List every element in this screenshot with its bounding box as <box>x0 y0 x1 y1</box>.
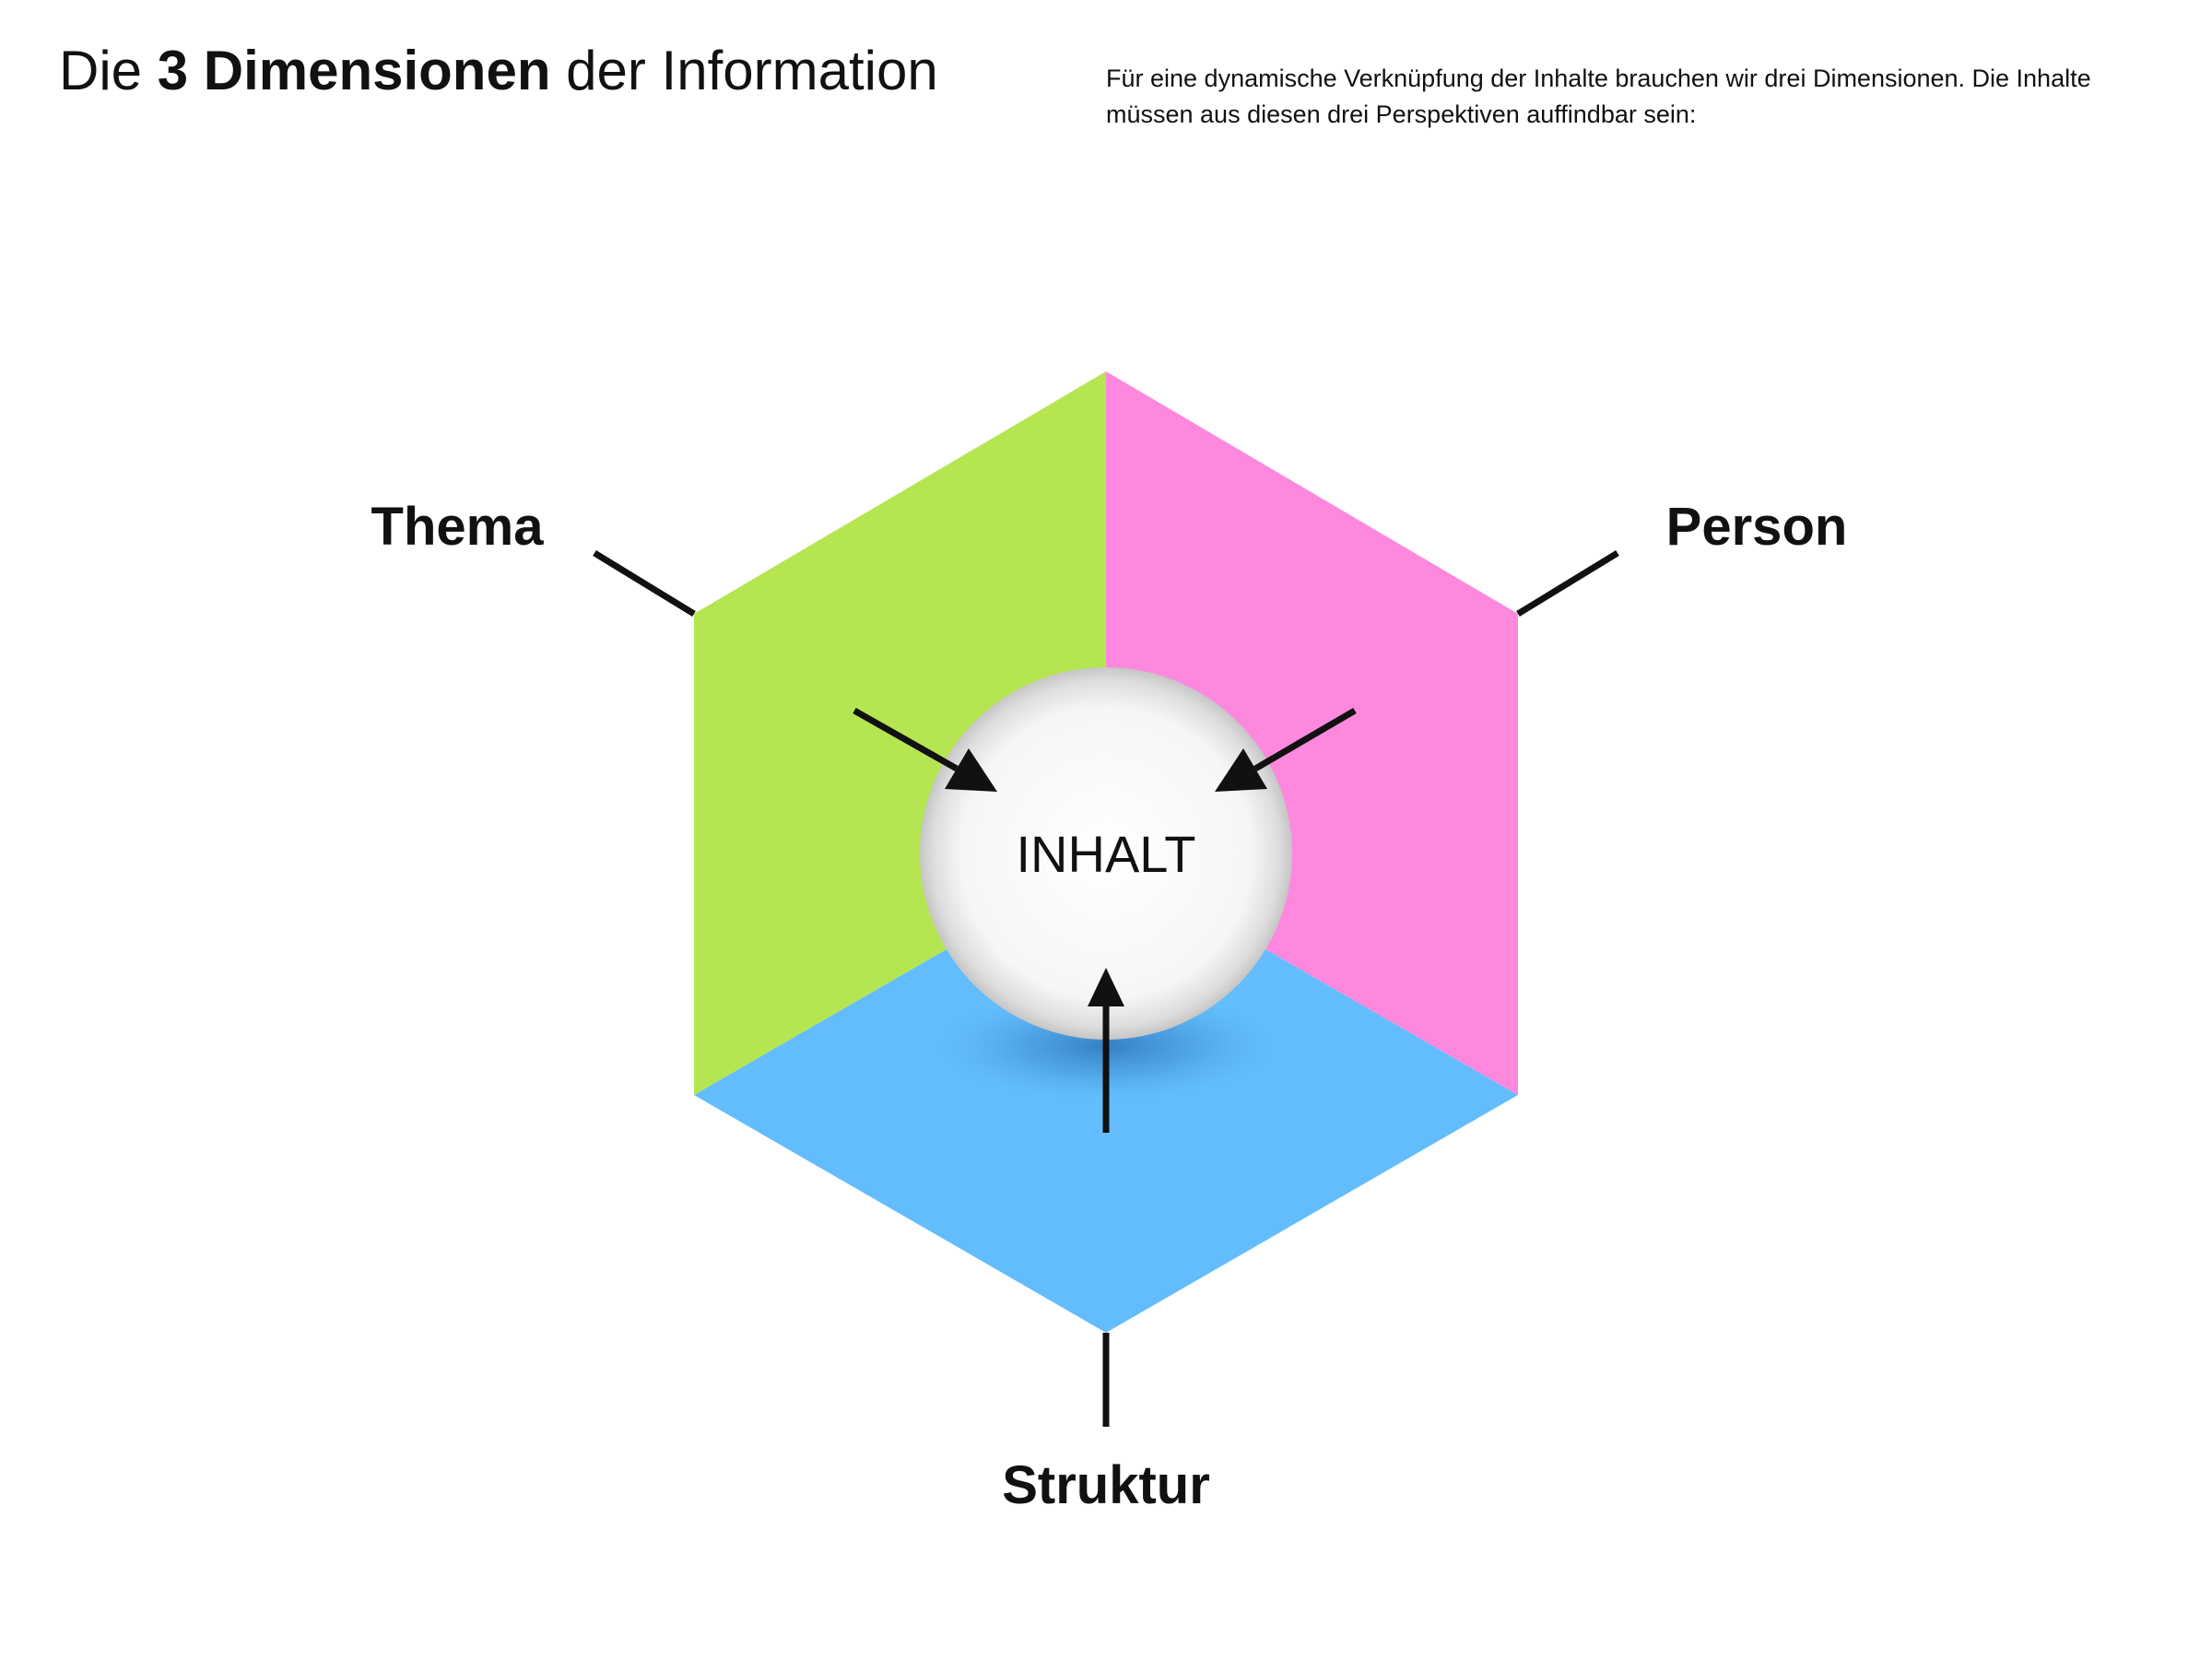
thema-label: Thema <box>371 497 545 557</box>
intro-text: Für eine dynamische Verknüpfung der Inha… <box>1106 65 2091 129</box>
struktur-label: Struktur <box>1002 1455 1210 1515</box>
struktur-arrow <box>1088 968 1124 1133</box>
title-prefix: Die <box>59 40 158 101</box>
person-connector <box>1516 550 1619 617</box>
page-title: Die 3 Dimensionen der Information <box>59 41 938 101</box>
person-arrow <box>1215 707 1357 792</box>
person-label: Person <box>1666 497 1848 557</box>
title-emphasis: 3 Dimensionen <box>157 40 551 101</box>
thema-connector <box>593 550 696 617</box>
thema-arrow <box>853 707 997 792</box>
title-suffix: der Information <box>550 40 938 101</box>
inhalt-sphere <box>920 667 1292 1040</box>
struktur-arrowhead <box>1088 968 1124 1006</box>
thema-arrowhead <box>945 748 997 792</box>
inhalt-label: INHALT <box>1017 825 1196 883</box>
person-arrowhead <box>1215 748 1267 792</box>
